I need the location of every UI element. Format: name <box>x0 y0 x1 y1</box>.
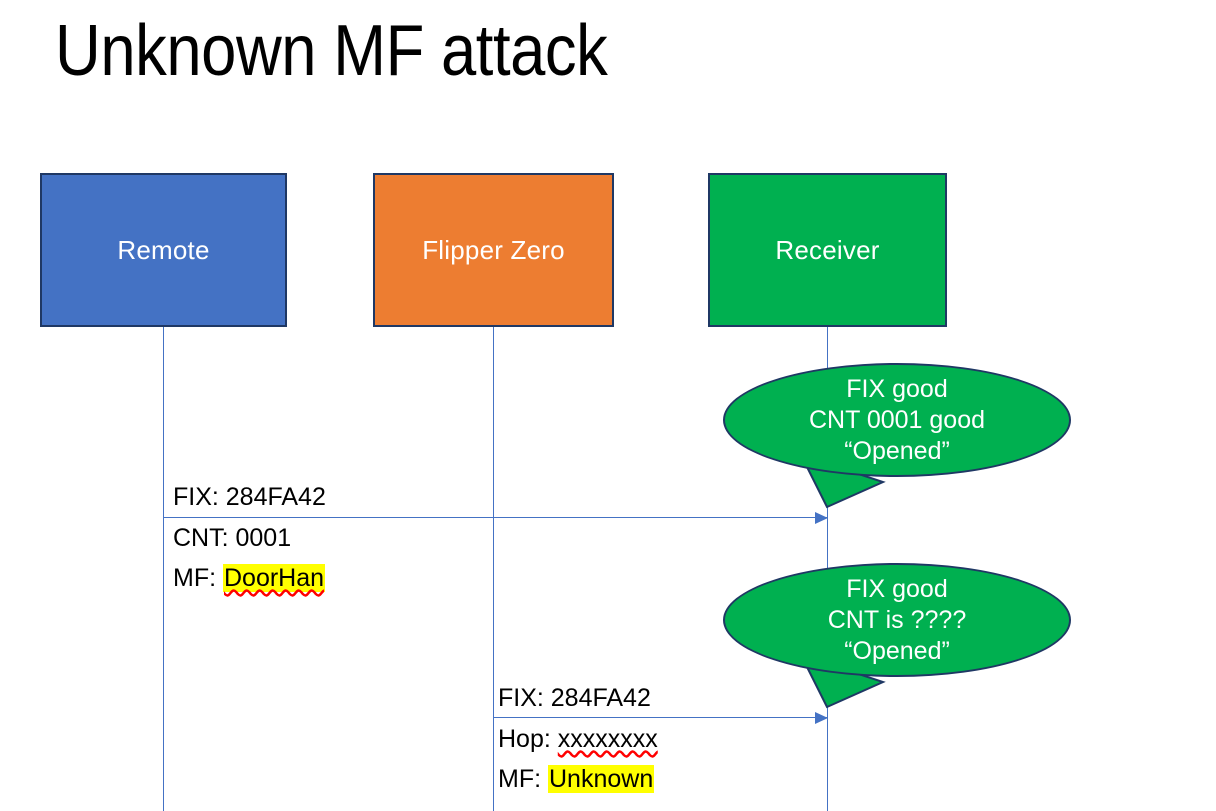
mf-label-flipper: MF: <box>498 765 548 793</box>
message-label-fix-flipper: FIX: 284FA42 <box>498 684 651 712</box>
message-label-details-remote: CNT: 0001 MF: DoorHan <box>173 518 326 598</box>
callout1-line-2: CNT 0001 good <box>808 405 986 434</box>
message-label-cnt-remote: CNT: 0001 <box>173 518 325 558</box>
message-arrow-remote-to-receiver <box>164 512 828 524</box>
callout2-line-1: FIX good <box>846 574 948 603</box>
lifeline-remote <box>163 327 164 811</box>
message-label-mf-remote: MF: DoorHan <box>173 558 326 598</box>
message-label-hop-flipper: Hop: xxxxxxxx <box>498 719 658 759</box>
actor-label-receiver: Receiver <box>775 234 880 265</box>
actor-box-remote[interactable]: Remote <box>40 173 287 327</box>
actor-box-receiver[interactable]: Receiver <box>708 173 947 327</box>
mf-label-remote: MF: <box>173 564 223 592</box>
callout-bubble-first: FIX good CNT 0001 good “Opened” <box>723 363 1071 477</box>
callout-bubble-second: FIX good CNT is ???? “Opened” <box>723 563 1071 677</box>
message-arrow-flipper-to-receiver <box>494 712 828 724</box>
hop-value-flipper: xxxxxxxx <box>557 725 658 753</box>
speech-callout-receiver-second[interactable]: FIX good CNT is ???? “Opened” <box>723 563 1071 715</box>
cnt-value-remote: 0001 <box>235 524 292 552</box>
mf-value-remote: DoorHan <box>223 564 326 592</box>
mf-value-flipper: Unknown <box>548 765 655 793</box>
lifeline-flipper-zero <box>493 327 494 811</box>
message-label-fix-remote: FIX: 284FA42 <box>173 483 326 511</box>
callout2-line-3: “Opened” <box>844 636 950 665</box>
page-title: Unknown MF attack <box>55 11 608 91</box>
hop-label-flipper: Hop: <box>498 725 558 753</box>
callout2-line-2: CNT is ???? <box>827 605 967 634</box>
callout1-line-3: “Opened” <box>844 436 950 465</box>
callout1-line-1: FIX good <box>846 374 948 403</box>
actor-label-flipper-zero: Flipper Zero <box>422 234 565 265</box>
actor-box-flipper-zero[interactable]: Flipper Zero <box>373 173 614 327</box>
message-label-mf-flipper: MF: Unknown <box>498 759 658 799</box>
cnt-label-remote: CNT: <box>173 524 236 552</box>
message-label-details-flipper: Hop: xxxxxxxx MF: Unknown <box>498 719 658 799</box>
speech-callout-receiver-first[interactable]: FIX good CNT 0001 good “Opened” <box>723 363 1071 515</box>
actor-label-remote: Remote <box>117 234 210 265</box>
